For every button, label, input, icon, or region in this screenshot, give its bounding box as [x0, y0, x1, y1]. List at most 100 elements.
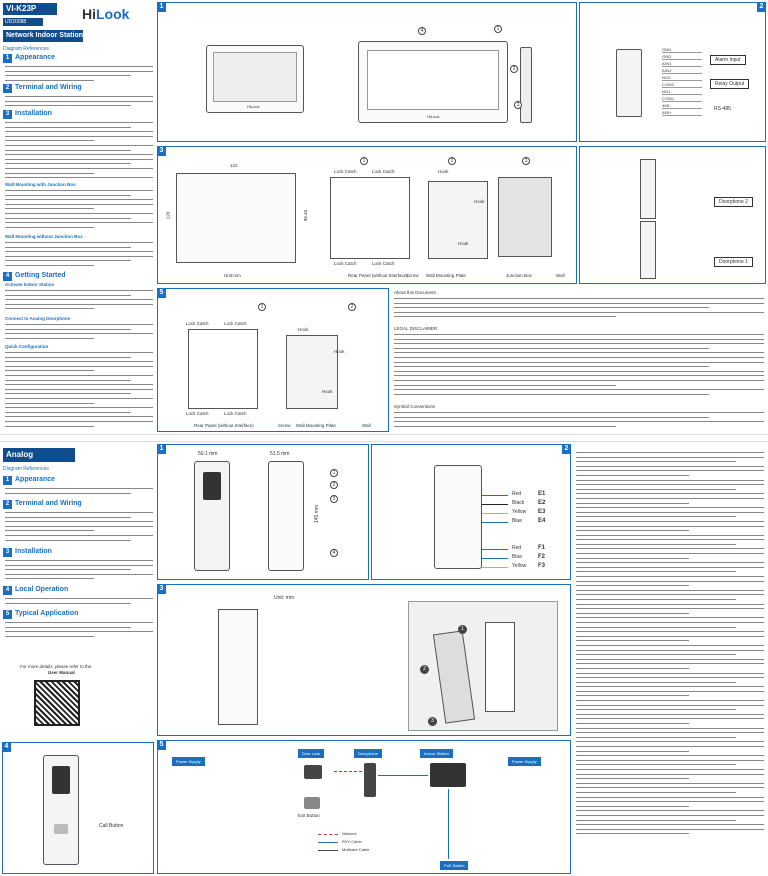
subsection-quick-config: Quick Configuration [5, 344, 49, 349]
doorphone-back [434, 465, 482, 569]
panel-number: 2 [562, 444, 571, 454]
hook-label-6: Hook [322, 389, 333, 394]
panel-call-button: 4 Call Button [2, 742, 154, 874]
legend-item: RVV Cable [318, 839, 398, 846]
unit-label: Unit:mm [224, 273, 241, 278]
doorphone-1-label: Doorphone 1 [714, 257, 753, 267]
panel-typical-app: 5 Power Supply Door Lock Doorphone Indoo… [157, 740, 571, 874]
more-details: For more details, please refer to the [20, 664, 92, 669]
legal-text: About this Document LEGAL DISCLAIMER Sym… [392, 290, 766, 432]
door-lock-label: Door Lock [298, 749, 325, 758]
wire-e4: Blue E4 [482, 518, 568, 526]
rear-panel-label-2: Rear Panel (without Interface) [194, 423, 254, 428]
legal-heading: LEGAL DISCLAIMER [394, 326, 438, 331]
quick-config-text [5, 350, 153, 434]
mount-template [218, 609, 258, 725]
alarm-input-label: Alarm Input [710, 55, 746, 65]
panel-number: 1 [157, 2, 166, 12]
hook-label-4: Hook [298, 327, 309, 332]
wire-color-label: Black [512, 500, 525, 506]
doorphone-title: Analog Doorphone [3, 448, 75, 473]
callout-b2: 2 [330, 481, 338, 489]
subsection-analog: Connect to Analog Doorphone [5, 316, 71, 321]
hook-label-3: Hook [458, 241, 469, 246]
panel-appearance: 1 HiLook HiLook 1 2 3 4 [157, 2, 577, 142]
panel-number: 3 [157, 584, 166, 594]
panel-number: 1 [157, 444, 166, 454]
callout-4: 4 [418, 27, 426, 35]
analog-text [5, 322, 153, 342]
callout-b1: 1 [330, 469, 338, 477]
terminal-com1: COM1 [662, 96, 702, 102]
panel-doorphone-dims: 1 50.1 mm 51.5 mm 145 mm 1 2 3 4 [157, 444, 369, 580]
wire-id-label: F3 [538, 563, 546, 569]
sheet-divider [0, 434, 768, 442]
power-supply-1: Power Supply [172, 757, 205, 766]
wire-color-label: Red [512, 545, 522, 551]
callout-b4: 4 [330, 549, 338, 557]
step-3: 3 [522, 157, 530, 165]
terminal-com2: COM2 [662, 82, 702, 88]
doorphone-rear-dim [268, 461, 304, 571]
about-heading: About this Document [394, 290, 436, 295]
hook-label-1: Hook [438, 169, 449, 174]
indoor-station-text-column: VI-K23P UD20088 HiLook Network Indoor St… [0, 0, 155, 434]
panel-number: 5 [157, 740, 166, 750]
dimension-device [176, 173, 296, 263]
terminal-485-: 485- [662, 103, 702, 109]
wire-id-label: F2 [538, 554, 546, 560]
terminal-gnd: GND [662, 54, 702, 60]
panel-doorphone-install: 3 Unit: mm 1 2 3 [157, 584, 571, 736]
activate-text [5, 288, 153, 314]
callout-b3: 3 [330, 495, 338, 503]
without-box-text [5, 240, 153, 270]
screw-label: Screw [406, 273, 419, 278]
install-wall [408, 601, 558, 731]
terminal-text [5, 94, 153, 108]
doorphone-front-dim [194, 461, 230, 571]
junction-box [498, 177, 552, 257]
hook-label-5: Hook [334, 349, 345, 354]
step-2: 2 [448, 157, 456, 165]
plate-label-2: Wall Mounting Plate [296, 423, 336, 428]
doorphone-front [43, 755, 79, 865]
page-title: Network Indoor Station [3, 30, 83, 42]
call-button-label: Call Button [99, 823, 124, 829]
wire-color-label: Blue [512, 518, 523, 524]
rs485-label: RS-485 [714, 106, 731, 112]
subsection-with-box: Wall Mounting with Junction Box [5, 182, 76, 187]
diagram-reference: Diagram References [3, 46, 49, 52]
panel-number: 5 [157, 288, 166, 298]
screw-label-2: Screw [278, 423, 291, 428]
version-badge: UD20088 [3, 18, 43, 26]
wire-id-label: E3 [538, 509, 546, 515]
front-brand: HiLook [247, 104, 260, 109]
appearance-legend [5, 64, 153, 83]
terminal-gnd: GND [662, 47, 702, 53]
qr-code[interactable] [34, 680, 80, 726]
installation-text [5, 120, 153, 180]
wire-id-label: E4 [538, 518, 546, 524]
step-1: 1 [360, 157, 368, 165]
lock-catch-label-6: Lock Catch [224, 321, 247, 326]
wire-color-label: Red [512, 491, 522, 497]
legend-item: Multiwire Cable [318, 847, 398, 854]
unit-label-2: Unit: mm [274, 595, 294, 601]
lock-catch-label-8: Lock Catch [224, 411, 247, 416]
wall-label: Wall [556, 273, 565, 278]
door-lock-device [304, 765, 322, 779]
callout-1: 1 [494, 25, 502, 33]
dim-width: 122 [230, 163, 238, 168]
